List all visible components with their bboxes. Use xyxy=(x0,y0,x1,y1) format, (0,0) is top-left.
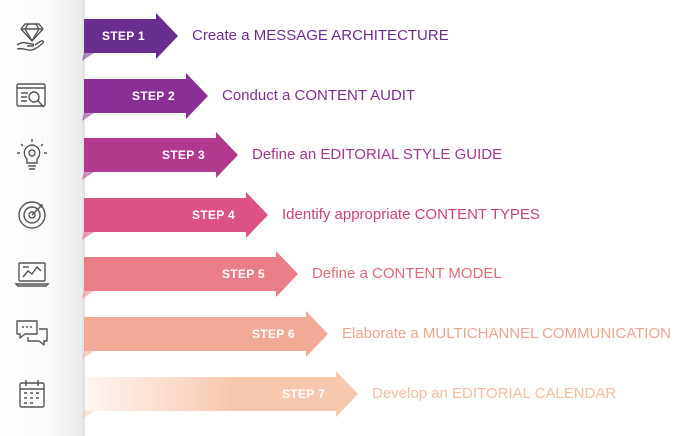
step-arrow: STEP 7 xyxy=(82,370,358,419)
step-arrow: STEP 4 xyxy=(82,191,268,240)
lightbulb-icon xyxy=(14,137,50,173)
chat-bubbles-icon xyxy=(14,316,50,352)
step-arrow: STEP 6 xyxy=(82,311,328,359)
step-description: Define a CONTENT MODEL xyxy=(312,265,502,283)
step-arrow: STEP 3 xyxy=(82,132,238,181)
audit-magnifier-icon xyxy=(14,78,50,114)
step-arrow: STEP 2 xyxy=(82,72,208,121)
step-label: STEP 6 xyxy=(252,327,295,341)
diamond-hand-icon xyxy=(14,18,50,54)
calendar-icon xyxy=(14,376,50,412)
step-description: Elaborate a MULTICHANNEL COMMUNICATION xyxy=(342,325,671,342)
step-description: Identify appropriate CONTENT TYPES xyxy=(282,205,540,223)
step-label: STEP 1 xyxy=(102,29,145,43)
step-label: STEP 2 xyxy=(132,88,175,103)
step-label: STEP 5 xyxy=(222,267,265,282)
step-arrow: STEP 1 xyxy=(82,13,178,61)
step-arrow: STEP 5 xyxy=(82,251,298,300)
step-label: STEP 7 xyxy=(282,386,325,401)
step-label: STEP 3 xyxy=(162,148,205,163)
target-icon xyxy=(14,197,50,233)
laptop-chart-icon xyxy=(14,256,50,292)
step-description: Develop an EDITORIAL CALENDAR xyxy=(372,384,617,402)
step-label: STEP 4 xyxy=(192,207,235,222)
step-description: Define an EDITORIAL STYLE GUIDE xyxy=(252,146,503,164)
icon-rail xyxy=(0,0,85,436)
step-description: Conduct a CONTENT AUDIT xyxy=(222,86,416,104)
step-description: Create a MESSAGE ARCHITECTURE xyxy=(192,27,449,44)
